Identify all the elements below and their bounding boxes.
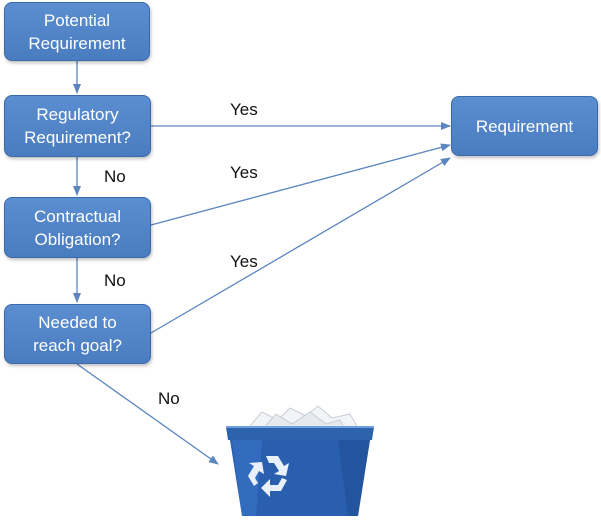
arrow-contractual-to-requirement xyxy=(150,143,451,226)
node-contractual-obligation-label: Contractual Obligation? xyxy=(34,206,121,249)
node-requirement-label: Requirement xyxy=(475,116,574,136)
label-no-contractual: No xyxy=(104,271,126,290)
node-regulatory-requirement-label: Regulatory Requirement? xyxy=(24,105,131,147)
node-needed-to-reach-goal: Needed to reach goal? xyxy=(4,304,151,364)
label-no-regulatory: No xyxy=(104,167,126,186)
node-potential-requirement: Potential Requirement xyxy=(4,2,150,61)
recycle-bin-icon xyxy=(226,405,374,516)
node-regulatory-requirement: Regulatory Requirement? xyxy=(4,95,151,157)
node-potential-requirement-label: Potential Requirement xyxy=(28,10,126,53)
label-yes-regulatory: Yes xyxy=(230,100,258,119)
label-no-needed: No xyxy=(158,389,180,408)
label-yes-contractual: Yes xyxy=(230,163,258,182)
arrow-needed-to-bin xyxy=(76,363,219,465)
node-needed-to-reach-goal-label: Needed to reach goal? xyxy=(33,313,122,355)
arrow-needed-to-requirement xyxy=(150,157,451,334)
node-requirement: Requirement xyxy=(451,96,598,156)
node-contractual-obligation: Contractual Obligation? xyxy=(4,197,151,258)
label-yes-needed: Yes xyxy=(230,252,258,271)
